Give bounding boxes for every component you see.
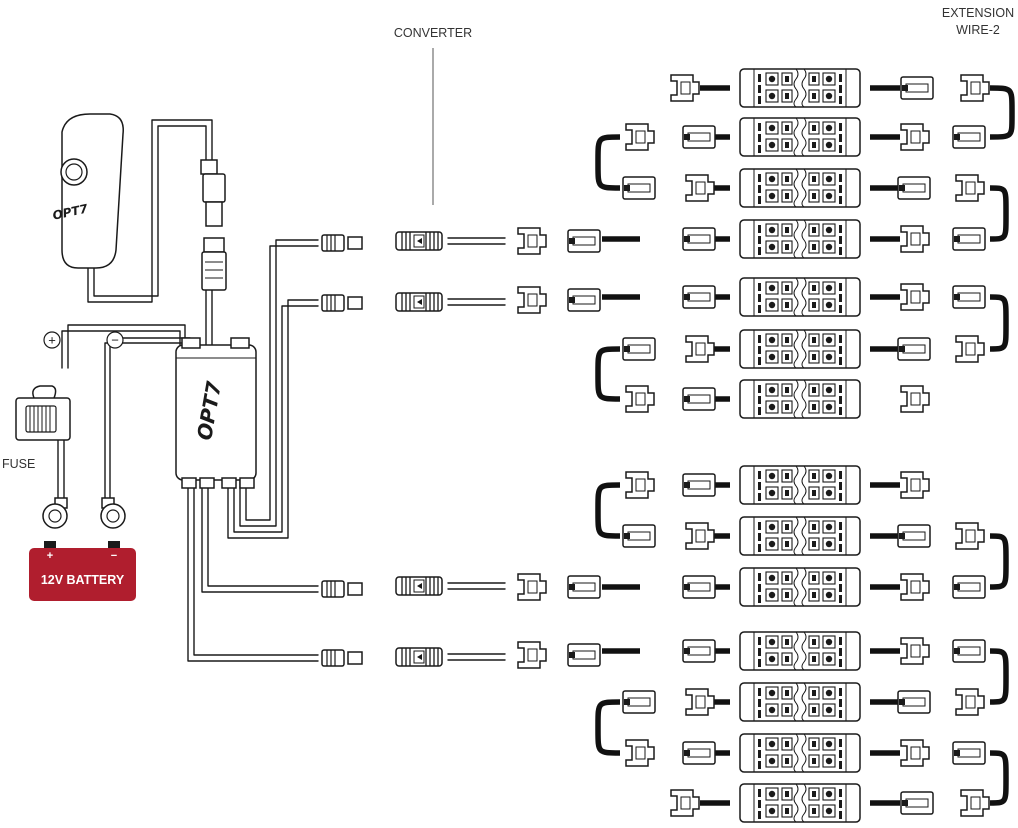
extension-label-line2: WIRE-2	[956, 23, 1000, 37]
battery-label: 12V BATTERY	[41, 573, 125, 587]
battery-minus: −	[111, 550, 117, 562]
dial-remote-icon: OPT7	[51, 113, 124, 269]
pod-row	[622, 329, 985, 369]
inline-fuse-icon	[15, 385, 71, 441]
pod-row	[625, 733, 986, 773]
negative-symbol: −	[111, 333, 119, 348]
power-plug-icon	[200, 159, 227, 291]
pod-row	[622, 168, 985, 208]
pod-row	[625, 379, 930, 419]
led-pod-rows	[622, 68, 990, 823]
polarity-symbols: + −	[43, 331, 124, 349]
wire-harness	[57, 48, 506, 662]
positive-symbol: +	[48, 333, 56, 348]
battery-icon: + − 12V BATTERY	[29, 541, 136, 601]
pod-row	[625, 117, 986, 157]
control-box-icon: OPT7	[175, 337, 257, 489]
extension-label-line1: EXTENSION	[942, 6, 1014, 20]
pod-row	[622, 516, 985, 556]
fuse-label: FUSE	[2, 457, 35, 471]
converter-label: CONVERTER	[394, 26, 472, 40]
output-plugs	[321, 234, 363, 667]
converter-connector-icon	[395, 231, 443, 667]
chain-entry-connectors	[517, 227, 601, 669]
ring-terminal-icon	[42, 497, 126, 529]
battery-plus: +	[47, 550, 53, 562]
pod-row	[622, 682, 985, 722]
